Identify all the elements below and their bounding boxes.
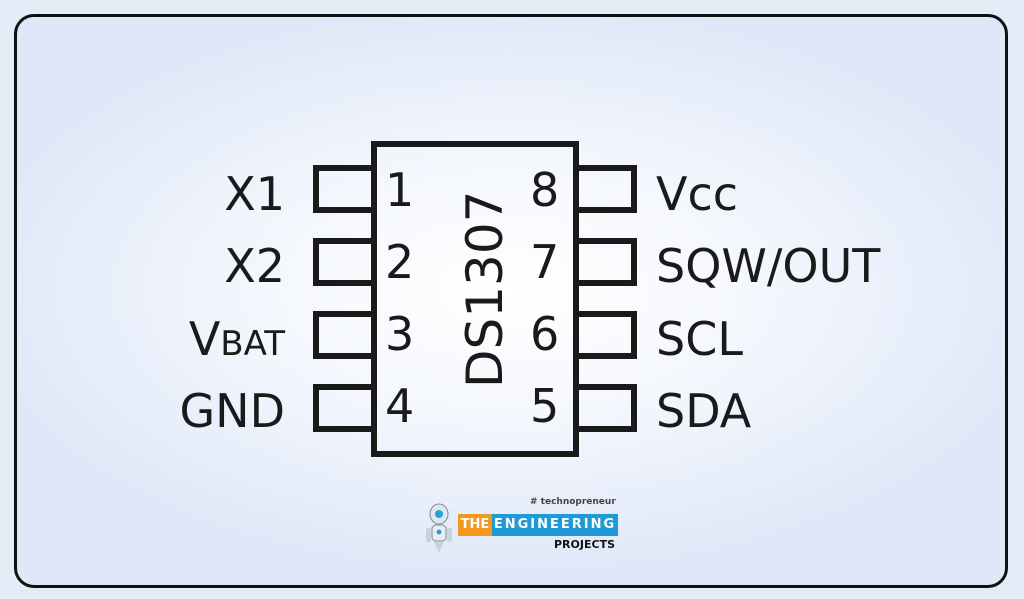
- logo-tagline: # technopreneur: [530, 497, 616, 507]
- logo-projects: PROJECTS: [554, 538, 615, 551]
- logo-engineering: ENGINEERING: [492, 514, 618, 536]
- robot-icon: [426, 503, 452, 553]
- logo-the: THE: [458, 514, 492, 536]
- engineering-projects-logo: THE ENGINEERING PROJECTS # technopreneur: [422, 496, 632, 558]
